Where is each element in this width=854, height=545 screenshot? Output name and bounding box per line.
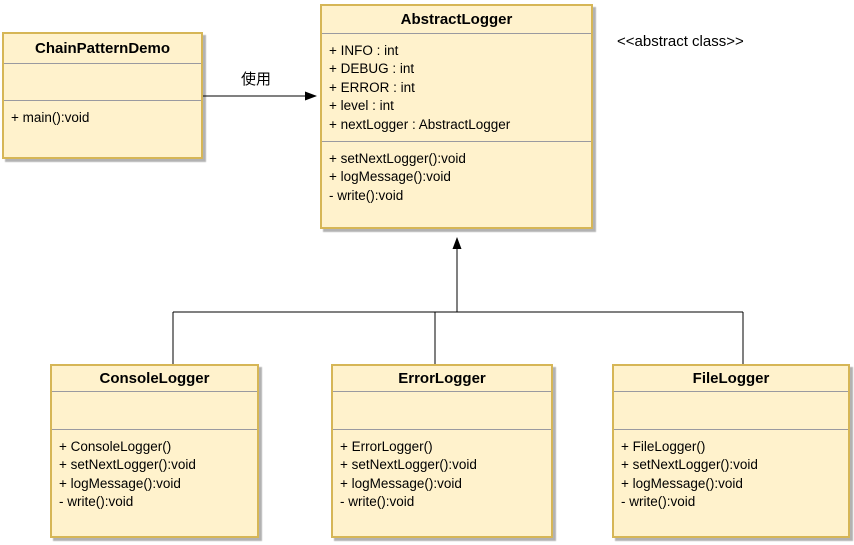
- class-title-errorlogger: ErrorLogger: [333, 366, 551, 392]
- member-line: + setNextLogger():void: [621, 457, 758, 473]
- member-line: - write():void: [621, 494, 696, 510]
- member-line: + ERROR : int: [329, 79, 415, 95]
- member-line: + logMessage():void: [329, 169, 451, 185]
- class-title-consolelogger: ConsoleLogger: [52, 366, 257, 392]
- class-attributes-consolelogger: [52, 392, 257, 430]
- member-line: + ConsoleLogger(): [59, 439, 172, 454]
- class-title-chainpatterndemo: ChainPatternDemo: [4, 34, 201, 64]
- member-line: + logMessage():void: [59, 475, 181, 491]
- member-line: + logMessage():void: [340, 475, 462, 491]
- member-line: + setNextLogger():void: [59, 457, 196, 473]
- class-methods-errorlogger: + ErrorLogger() + setNextLogger():void + l…: [333, 430, 551, 512]
- member-line: + FileLogger(): [621, 439, 706, 454]
- member-line: + setNextLogger():void: [329, 151, 466, 166]
- member-line: + nextLogger : AbstractLogger: [329, 116, 511, 132]
- class-methods-filelogger: + FileLogger() + setNextLogger():void + lo…: [614, 430, 848, 512]
- abstract-stereotype-label: <<abstract class>>: [617, 33, 744, 50]
- class-box-consolelogger[interactable]: ConsoleLogger + ConsoleLogger() + setNext…: [50, 364, 259, 538]
- class-box-filelogger[interactable]: FileLogger + FileLogger() + setNextLogger…: [612, 364, 850, 538]
- member-line: + logMessage():void: [621, 475, 743, 491]
- class-methods-chainpatterndemo: + main():void: [4, 101, 201, 127]
- class-title-filelogger: FileLogger: [614, 366, 848, 392]
- member-line: - write():void: [340, 494, 415, 510]
- member-line: + main():void: [11, 110, 90, 125]
- class-attributes-abstractlogger: + INFO : int + DEBUG : int + ERROR : int + …: [322, 34, 591, 142]
- class-attributes-filelogger: [614, 392, 848, 430]
- member-line: - write():void: [59, 494, 134, 510]
- class-box-errorlogger[interactable]: ErrorLogger + ErrorLogger() + setNextLogg…: [331, 364, 553, 538]
- member-line: + DEBUG : int: [329, 61, 415, 77]
- class-methods-consolelogger: + ConsoleLogger() + setNextLogger():void +…: [52, 430, 257, 512]
- class-box-chainpatterndemo[interactable]: ChainPatternDemo + main():void: [2, 32, 203, 159]
- class-attributes-chainpatterndemo: [4, 64, 201, 101]
- member-line: + INFO : int: [329, 43, 399, 58]
- member-line: + level : int: [329, 98, 394, 114]
- member-line: + setNextLogger():void: [340, 457, 477, 473]
- member-line: - write():void: [329, 187, 404, 203]
- member-line: + ErrorLogger(): [340, 439, 433, 454]
- class-title-abstractlogger: AbstractLogger: [322, 6, 591, 34]
- class-box-abstractlogger[interactable]: AbstractLogger + INFO : int + DEBUG : int…: [320, 4, 593, 229]
- class-attributes-errorlogger: [333, 392, 551, 430]
- class-methods-abstractlogger: + setNextLogger():void + logMessage():voi…: [322, 142, 591, 205]
- use-edge-label: 使用: [240, 71, 271, 88]
